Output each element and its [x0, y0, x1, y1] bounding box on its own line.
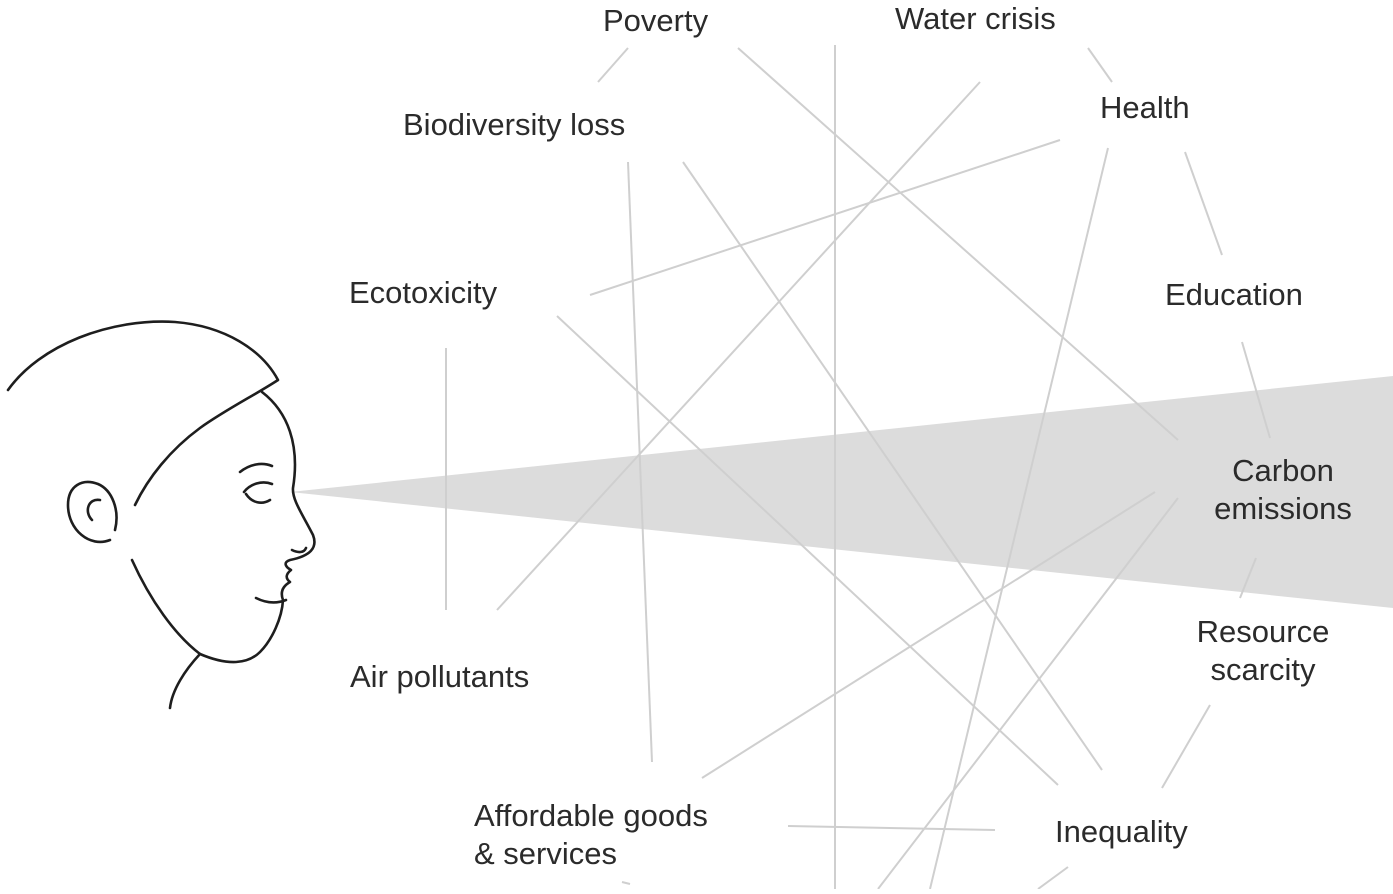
connector-line: [929, 147, 1109, 890]
label-affordable-goods-line2: & services: [474, 836, 617, 871]
label-affordable-goods-line1: Affordable goods: [474, 798, 708, 833]
label-carbon-emissions-line2: emissions: [1214, 491, 1352, 526]
label-air-pollutants: Air pollutants: [350, 659, 530, 694]
label-health: Health: [1100, 90, 1190, 125]
connector-line: [1239, 557, 1257, 599]
connector-line: [556, 315, 1059, 786]
label-education: Education: [1165, 277, 1303, 312]
connector-line: [701, 491, 1156, 779]
connector-line: [621, 881, 631, 885]
connector-line: [589, 139, 1061, 296]
label-water-crisis: Water crisis: [895, 1, 1056, 36]
label-resource-scarcity: Resource scarcity: [1185, 613, 1341, 689]
connector-lines: [445, 45, 1271, 890]
connector-line: [787, 825, 996, 831]
connector-line: [1087, 47, 1113, 83]
connector-line: [496, 81, 981, 611]
connector-line: [877, 497, 1179, 890]
label-poverty: Poverty: [603, 3, 709, 38]
label-carbon-emissions: Carbon emissions: [1200, 452, 1366, 528]
connector-line: [1241, 341, 1271, 439]
connector-line: [1184, 151, 1223, 256]
label-resource-scarcity-line2: scarcity: [1210, 652, 1316, 687]
connector-line: [627, 161, 653, 763]
vision-cone: [290, 376, 1393, 608]
connector-line: [737, 47, 1179, 441]
connector-line: [682, 161, 1103, 771]
label-ecotoxicity: Ecotoxicity: [349, 275, 498, 310]
connector-line: [1161, 704, 1211, 789]
connector-line: [597, 47, 629, 83]
label-inequality: Inequality: [1055, 814, 1188, 849]
label-resource-scarcity-line1: Resource: [1196, 614, 1330, 649]
label-carbon-emissions-line1: Carbon: [1232, 453, 1334, 488]
head-profile-icon: [6, 320, 316, 710]
label-affordable-goods-services: Affordable goods & services: [474, 797, 708, 873]
connector-line: [1037, 866, 1069, 890]
label-biodiversity-loss: Biodiversity loss: [403, 107, 626, 142]
